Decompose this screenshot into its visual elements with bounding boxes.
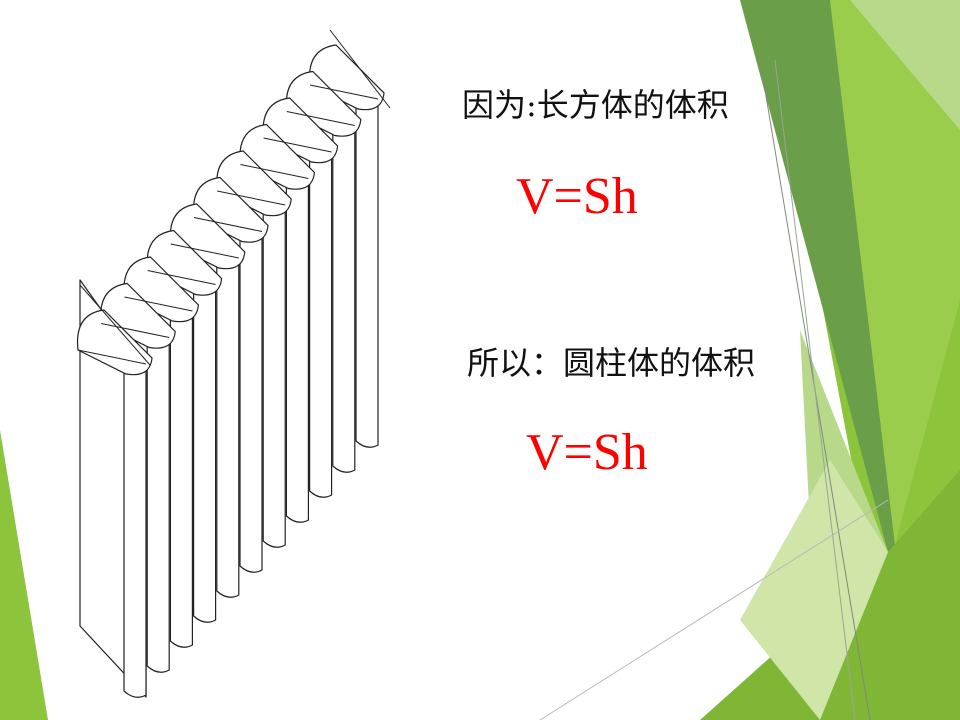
- formula-cuboid-volume: V=Sh: [516, 168, 638, 225]
- cylinder-strip: [285, 173, 309, 523]
- cylinder-strip: [332, 120, 356, 473]
- right-top-light-facet: [850, 0, 960, 130]
- formula-cylinder-volume: V=Sh: [526, 424, 648, 481]
- back-edge-line: [329, 29, 391, 109]
- zigzag-line: [124, 296, 193, 312]
- zigzag-line: [77, 349, 147, 365]
- statement-cuboid-volume: 因为:长方体的体积: [462, 86, 729, 124]
- left-green-triangle: [0, 430, 48, 720]
- top-zigzag-lines: [77, 29, 391, 366]
- cylinder-strip: [355, 93, 379, 448]
- cylinder-cap: [76, 309, 153, 376]
- zigzag-line: [217, 190, 286, 206]
- top-caps: [76, 44, 385, 376]
- cylinder-strip: [193, 279, 217, 623]
- front-edge-line: [79, 284, 151, 366]
- right-bottom-facet: [700, 470, 960, 720]
- zigzag-line: [170, 243, 239, 259]
- zigzag-line: [193, 217, 263, 232]
- zigzag-line: [286, 111, 355, 126]
- thin-line-2: [774, 59, 856, 720]
- right-pale-facet: [740, 460, 888, 720]
- statement-cylinder-volume: 所以：圆柱体的体积: [467, 344, 756, 382]
- right-mid-facet: [830, 0, 960, 545]
- vertical-strips: [123, 93, 379, 698]
- zigzag-line: [147, 270, 216, 285]
- cylinder-strip: [262, 199, 286, 548]
- zigzag-line: [309, 84, 379, 100]
- zigzag-line: [263, 137, 332, 153]
- zigzag-line: [240, 164, 309, 179]
- right-dark-facet: [740, 0, 895, 552]
- zigzag-line: [101, 323, 170, 338]
- cylinder-strip: [239, 226, 263, 573]
- cylinder-strip: [309, 146, 333, 498]
- thin-line-3: [539, 499, 889, 720]
- cylinder-strip: [146, 332, 170, 673]
- cylinder-strip: [216, 252, 240, 598]
- cylinder-strip: [169, 305, 193, 648]
- cylinder-strip: [123, 358, 147, 698]
